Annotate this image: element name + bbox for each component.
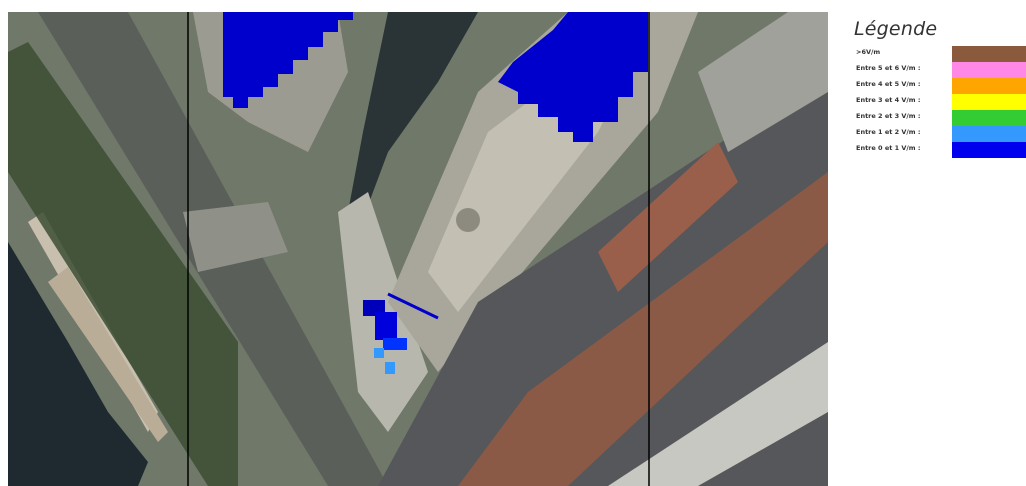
legend-color-swatch: [952, 126, 1026, 142]
overlay-line: [387, 292, 439, 320]
legend-color-swatch: [952, 142, 1026, 158]
aerial-map[interactable]: [8, 12, 828, 486]
legend-item: Entre 0 et 1 V/m :: [850, 142, 1026, 158]
overlay-cell-5: [385, 362, 395, 374]
legend-item-label: Entre 2 et 3 V/m :: [856, 112, 921, 120]
legend-item: Entre 4 et 5 V/m :: [850, 78, 1026, 94]
train-roof-2: [598, 142, 738, 292]
legend-item-label: Entre 4 et 5 V/m :: [856, 80, 921, 88]
parking-lot: [608, 342, 828, 486]
station-area: [698, 12, 828, 152]
legend-color-swatch: [952, 78, 1026, 94]
tree-band: [8, 42, 238, 486]
legend-item-label: Entre 1 et 2 V/m :: [856, 128, 921, 136]
legend-color-swatch: [952, 110, 1026, 126]
overlay-cell-3: [383, 338, 407, 350]
legend-item-label: Entre 5 et 6 V/m :: [856, 64, 921, 72]
legend-title: Légende: [854, 18, 938, 40]
legend-item: Entre 5 et 6 V/m :: [850, 62, 1026, 78]
legend-item-label: Entre 0 et 1 V/m :: [856, 144, 921, 152]
map-canvas: [8, 12, 828, 486]
field-overlay: [223, 12, 648, 374]
overlay-zone-top-right: [498, 12, 648, 142]
overlay-cell-2: [375, 312, 397, 340]
legend-color-swatch: [952, 62, 1026, 78]
legend-item: >6V/m: [850, 46, 1026, 62]
intersection: [183, 202, 288, 272]
overlay-zone-top-left: [223, 12, 353, 108]
river: [8, 242, 148, 486]
legend-item-label: Entre 3 et 4 V/m :: [856, 96, 921, 104]
dome: [456, 208, 480, 232]
legend-color-swatch: [952, 94, 1026, 110]
train-roof-1: [458, 172, 828, 486]
boat-2: [48, 267, 168, 442]
legend-item: Entre 1 et 2 V/m :: [850, 126, 1026, 142]
legend-color-swatch: [952, 46, 1026, 62]
canal: [348, 12, 478, 232]
overlay-cell-4: [374, 348, 384, 358]
legend-item: Entre 3 et 4 V/m :: [850, 94, 1026, 110]
legend-item-label: >6V/m: [856, 48, 881, 56]
legend-item: Entre 2 et 3 V/m :: [850, 110, 1026, 126]
